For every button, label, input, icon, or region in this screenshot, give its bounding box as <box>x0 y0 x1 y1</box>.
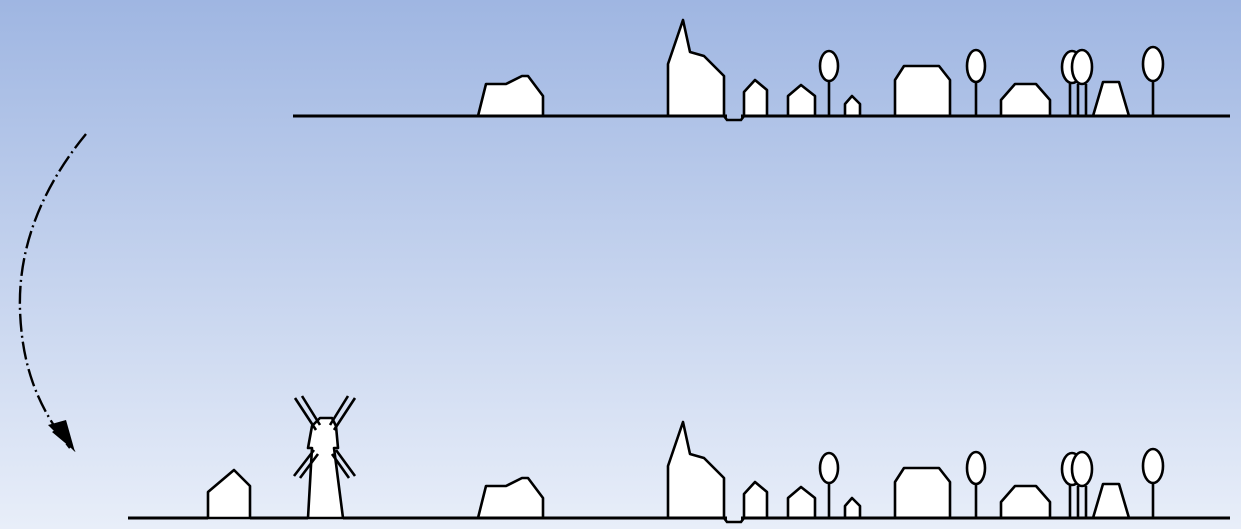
background <box>0 0 1241 529</box>
diagram-canvas <box>0 0 1241 529</box>
skyline-diagram <box>0 0 1241 529</box>
